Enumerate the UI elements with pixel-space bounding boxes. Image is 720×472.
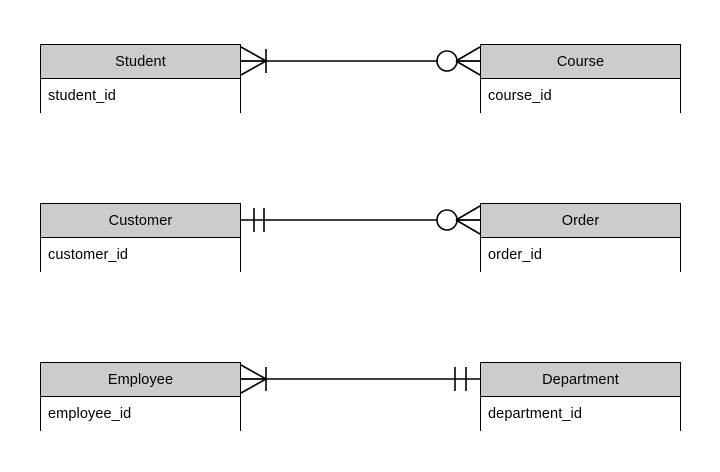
entity-course-name: Course: [556, 53, 605, 70]
cardinality-source-exactly-one: [253, 208, 265, 232]
cardinality-source-one-or-many: [240, 46, 267, 76]
cardinality-circle-zero: [436, 50, 458, 72]
entity-employee-attribute-row: employee_id: [41, 397, 240, 431]
entity-customer-attribute: customer_id: [48, 247, 129, 263]
cardinality-target-exactly-one: [454, 367, 467, 391]
entity-customer-header: Customer: [41, 204, 240, 238]
entity-customer-attribute-row: customer_id: [41, 238, 240, 272]
entity-order-header: Order: [481, 204, 680, 238]
crowsfoot-lower: [240, 378, 267, 394]
crowsfoot-lower: [240, 60, 267, 76]
entity-department-name: Department: [542, 371, 619, 388]
crowsfoot-lower: [455, 60, 481, 76]
entity-customer[interactable]: Customer customer_id: [40, 203, 241, 272]
entity-order-attribute: order_id: [488, 247, 542, 263]
entity-employee-attribute: employee_id: [48, 406, 132, 422]
entity-order[interactable]: Order order_id: [480, 203, 681, 272]
crowsfoot-upper: [455, 205, 481, 221]
crowsfoot-upper: [240, 46, 267, 62]
entity-department[interactable]: Department department_id: [480, 362, 681, 431]
entity-department-header: Department: [481, 363, 680, 397]
crowsfoot-upper: [240, 364, 267, 380]
cardinality-circle-zero: [436, 209, 458, 231]
entity-student-attribute: student_id: [48, 88, 116, 104]
relationship-employee-department: [240, 364, 480, 394]
entity-department-attribute: department_id: [488, 406, 582, 422]
entity-student-header: Student: [41, 45, 240, 79]
entity-course-attribute: course_id: [488, 88, 552, 104]
entity-order-name: Order: [561, 212, 600, 229]
cardinality-source-one-or-many: [240, 364, 267, 394]
entity-order-attribute-row: order_id: [481, 238, 680, 272]
entity-employee-name: Employee: [107, 371, 174, 388]
entity-student-attribute-row: student_id: [41, 79, 240, 113]
entity-course-attribute-row: course_id: [481, 79, 680, 113]
cardinality-target-zero-or-many: [436, 46, 481, 76]
entity-student[interactable]: Student student_id: [40, 44, 241, 113]
entity-department-attribute-row: department_id: [481, 397, 680, 431]
relationship-customer-order: [241, 205, 481, 235]
entity-employee[interactable]: Employee employee_id: [40, 362, 241, 431]
crowsfoot-lower: [455, 219, 481, 235]
crowsfoot-upper: [455, 46, 481, 62]
entity-student-name: Student: [115, 53, 166, 70]
entity-course-header: Course: [481, 45, 680, 79]
relationship-student-course: [240, 46, 481, 76]
cardinality-target-zero-or-many: [436, 205, 481, 235]
entity-customer-name: Customer: [108, 212, 173, 229]
entity-employee-header: Employee: [41, 363, 240, 397]
entity-course[interactable]: Course course_id: [480, 44, 681, 113]
